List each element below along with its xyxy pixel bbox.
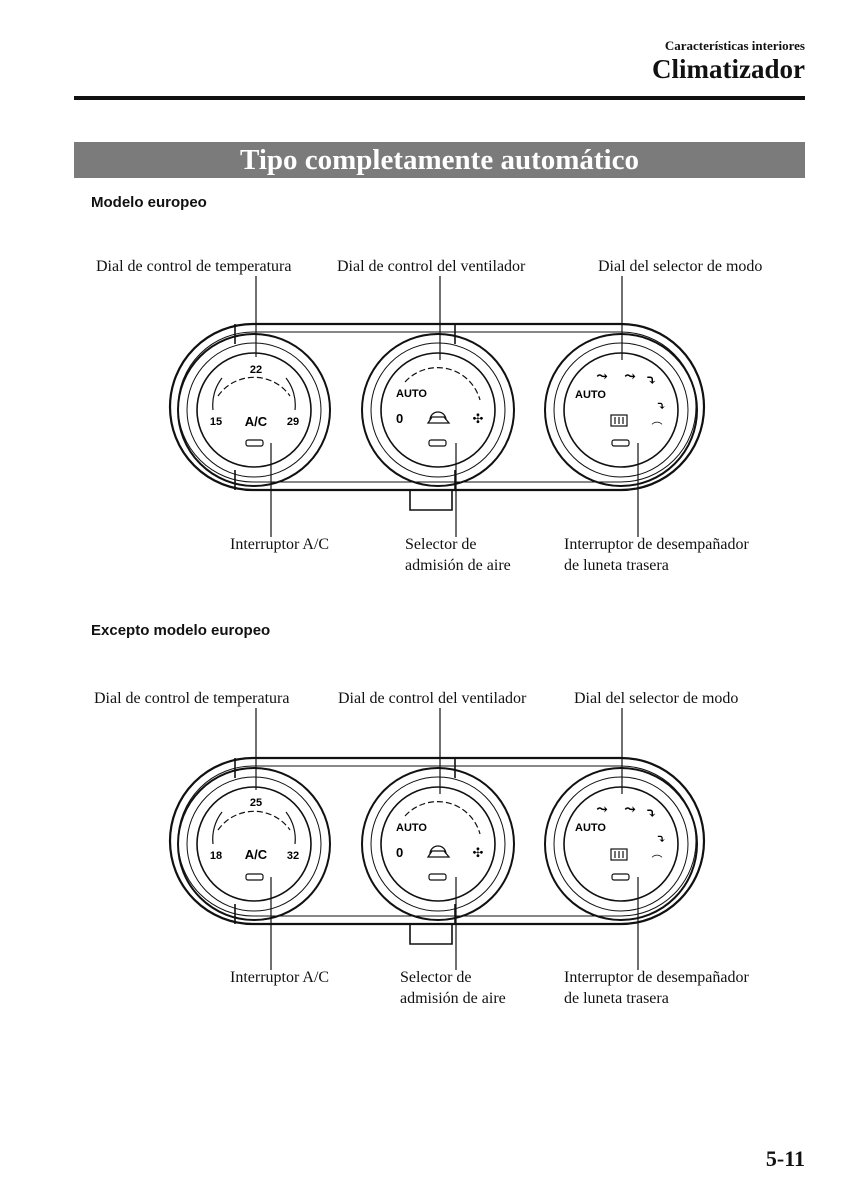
floor-vent-icon: ⤵ (645, 374, 657, 389)
bilevel-vent-icon: ⤳ (624, 370, 636, 385)
label-defog-2-line1: Interruptor de desempañador (564, 969, 749, 986)
label-ac-switch-2: Interruptor A/C (230, 969, 330, 986)
label-fan-dial-2: Dial de control del ventilador (338, 690, 527, 707)
car-recirculation-icon-2 (426, 845, 451, 858)
panel-heading-european: Modelo europeo (91, 194, 207, 211)
panel-housing-2 (168, 756, 706, 945)
mode-dial (544, 333, 698, 487)
floor-defrost-icon-2: ⤵ (656, 832, 666, 846)
label-intake-line1: Selector de (405, 536, 477, 553)
fan-auto-label-2: AUTO (396, 822, 427, 834)
header-divider (74, 96, 805, 100)
windshield-defrost-icon: ⌒ (652, 421, 663, 434)
face-vent-icon-2: ⤳ (596, 803, 608, 818)
chapter-title: Climatizador (652, 54, 805, 84)
panel-housing (168, 322, 706, 511)
label-temp-dial-2: Dial de control de temperatura (94, 690, 290, 707)
fan-icon: ✣ (473, 411, 484, 426)
mode-dial-2 (544, 767, 698, 921)
fan-icon-2: ✣ (473, 845, 484, 860)
label-defog-line1: Interruptor de desempañador (564, 536, 749, 553)
fan-zero-label-2: 0 (396, 845, 403, 860)
label-intake-2-line1: Selector de (400, 969, 472, 986)
face-vent-icon: ⤳ (596, 370, 608, 385)
temp-max-value: 29 (287, 416, 299, 428)
rear-defogger-icon (610, 414, 628, 427)
ac-button-label-2: A/C (245, 847, 268, 862)
label-mode-dial: Dial del selector de modo (598, 258, 763, 275)
temp-center-value: 22 (250, 364, 262, 376)
panel-heading-other: Excepto modelo europeo (91, 622, 271, 639)
temp-max-value-2: 32 (287, 850, 299, 862)
temperature-dial-2 (177, 767, 331, 921)
mode-auto-label-2: AUTO (575, 822, 606, 834)
leader-lines (255, 276, 639, 537)
car-recirculation-icon (426, 411, 451, 424)
label-intake-line2: admisión de aire (405, 557, 511, 574)
floor-defrost-icon: ⤵ (656, 399, 666, 413)
label-temp-dial: Dial de control de temperatura (96, 258, 292, 275)
floor-vent-icon-2: ⤵ (645, 807, 657, 822)
label-fan-dial: Dial de control del ventilador (337, 258, 526, 275)
fan-auto-label: AUTO (396, 388, 427, 400)
fan-dial-2 (361, 767, 515, 921)
label-mode-dial-2: Dial del selector de modo (574, 690, 739, 707)
label-ac-switch: Interruptor A/C (230, 536, 330, 553)
temp-center-value-2: 25 (250, 797, 262, 809)
page-number: 5-11 (765, 1146, 805, 1171)
temperature-dial (177, 333, 331, 487)
bilevel-vent-icon-2: ⤳ (624, 803, 636, 818)
section-header: Características interiores (664, 38, 805, 53)
section-banner: Tipo completamente automático (74, 142, 805, 178)
windshield-defrost-icon-2: ⌒ (652, 854, 663, 867)
label-intake-2-line2: admisión de aire (400, 990, 506, 1007)
ac-button-label: A/C (245, 414, 268, 429)
rear-defogger-icon-2 (610, 848, 628, 861)
label-defog-2-line2: de luneta trasera (564, 990, 669, 1007)
label-defog-line2: de luneta trasera (564, 557, 669, 574)
temp-min-value-2: 18 (210, 850, 222, 862)
fan-zero-label: 0 (396, 411, 403, 426)
fan-dial (361, 333, 515, 487)
temp-min-value: 15 (210, 416, 222, 428)
leader-lines-2 (255, 708, 639, 970)
mode-auto-label: AUTO (575, 389, 606, 401)
